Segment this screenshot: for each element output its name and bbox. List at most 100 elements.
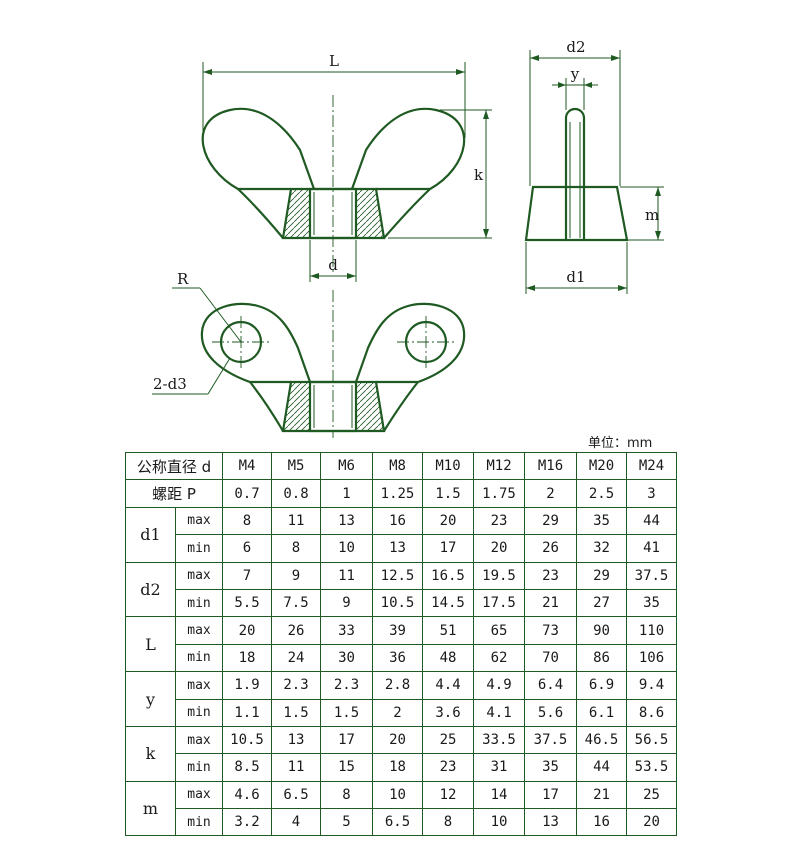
limit-label: min bbox=[175, 698, 223, 727]
value-cell: 20 bbox=[626, 808, 677, 837]
pitch-cell: 1.5 bbox=[422, 479, 474, 508]
value-cell: 23 bbox=[422, 753, 474, 782]
value-cell: 16 bbox=[576, 808, 627, 837]
size-header: M10 bbox=[422, 451, 474, 481]
value-cell: 17 bbox=[524, 780, 577, 810]
value-cell: 4.4 bbox=[422, 671, 474, 700]
value-cell: 29 bbox=[576, 561, 627, 590]
value-cell: 2.3 bbox=[271, 671, 321, 700]
value-cell: 56.5 bbox=[626, 725, 677, 755]
limit-label: max bbox=[175, 616, 223, 645]
pitch-cell: 0.8 bbox=[271, 479, 321, 508]
limit-label: min bbox=[175, 588, 223, 618]
param-name: y bbox=[125, 671, 176, 727]
value-cell: 23 bbox=[524, 561, 577, 590]
value-cell: 17 bbox=[320, 725, 373, 755]
value-cell: 53.5 bbox=[626, 753, 677, 782]
value-cell: 29 bbox=[524, 506, 577, 536]
value-cell: 11 bbox=[271, 506, 321, 536]
label-R: R bbox=[177, 270, 189, 288]
value-cell: 21 bbox=[576, 780, 627, 810]
value-cell: 25 bbox=[422, 725, 474, 755]
value-cell: 4 bbox=[271, 808, 321, 837]
value-cell: 6.5 bbox=[372, 808, 423, 837]
value-cell: 1.9 bbox=[222, 671, 272, 700]
pitch-cell: 2.5 bbox=[576, 479, 627, 508]
limit-label: max bbox=[175, 561, 223, 590]
value-cell: 17 bbox=[422, 534, 474, 563]
value-cell: 8 bbox=[320, 780, 373, 810]
value-cell: 8.5 bbox=[222, 753, 272, 782]
value-cell: 16.5 bbox=[422, 561, 474, 590]
value-cell: 10.5 bbox=[372, 588, 423, 618]
value-cell: 110 bbox=[626, 616, 677, 645]
value-cell: 15 bbox=[320, 753, 373, 782]
value-cell: 8 bbox=[422, 808, 474, 837]
value-cell: 46.5 bbox=[576, 725, 627, 755]
value-cell: 25 bbox=[626, 780, 677, 810]
value-cell: 35 bbox=[576, 506, 627, 536]
value-cell: 48 bbox=[422, 643, 474, 673]
limit-label: min bbox=[175, 643, 223, 673]
value-cell: 2.3 bbox=[320, 671, 373, 700]
value-cell: 4.6 bbox=[222, 780, 272, 810]
value-cell: 2 bbox=[372, 698, 423, 727]
value-cell: 10 bbox=[473, 808, 525, 837]
value-cell: 14.5 bbox=[422, 588, 474, 618]
unit-label: 单位：mm bbox=[588, 436, 653, 451]
value-cell: 32 bbox=[576, 534, 627, 563]
side-view bbox=[524, 107, 629, 242]
value-cell: 1.5 bbox=[320, 698, 373, 727]
value-cell: 7 bbox=[222, 561, 272, 590]
value-cell: 6.9 bbox=[576, 671, 627, 700]
value-cell: 27 bbox=[576, 588, 627, 618]
value-cell: 12.5 bbox=[372, 561, 423, 590]
value-cell: 23 bbox=[473, 506, 525, 536]
value-cell: 37.5 bbox=[626, 561, 677, 590]
label-d2: d2 bbox=[566, 38, 585, 56]
value-cell: 4.9 bbox=[473, 671, 525, 700]
size-header: M16 bbox=[524, 451, 577, 481]
limit-label: min bbox=[175, 753, 223, 782]
value-cell: 10.5 bbox=[222, 725, 272, 755]
value-cell: 1.1 bbox=[222, 698, 272, 727]
value-cell: 8.6 bbox=[626, 698, 677, 727]
dimension-m: m bbox=[620, 186, 664, 241]
size-header: M5 bbox=[271, 451, 321, 481]
limit-label: min bbox=[175, 808, 223, 837]
limit-label: max bbox=[175, 725, 223, 755]
value-cell: 8 bbox=[222, 506, 272, 536]
value-cell: 90 bbox=[576, 616, 627, 645]
size-header: M24 bbox=[626, 451, 677, 481]
limit-label: max bbox=[175, 506, 223, 536]
value-cell: 33.5 bbox=[473, 725, 525, 755]
param-name: m bbox=[125, 780, 176, 837]
label-m: m bbox=[645, 206, 659, 224]
value-cell: 11 bbox=[271, 753, 321, 782]
value-cell: 13 bbox=[372, 534, 423, 563]
value-cell: 9 bbox=[320, 588, 373, 618]
value-cell: 36 bbox=[372, 643, 423, 673]
label-d3: 2-d3 bbox=[153, 375, 187, 393]
value-cell: 18 bbox=[222, 643, 272, 673]
value-cell: 37.5 bbox=[524, 725, 577, 755]
param-name: k bbox=[125, 725, 176, 782]
value-cell: 10 bbox=[372, 780, 423, 810]
size-header: M4 bbox=[222, 451, 272, 481]
value-cell: 35 bbox=[524, 753, 577, 782]
value-cell: 8 bbox=[271, 534, 321, 563]
value-cell: 26 bbox=[524, 534, 577, 563]
value-cell: 20 bbox=[222, 616, 272, 645]
technical-drawing: L k d bbox=[152, 38, 664, 438]
label-k: k bbox=[474, 166, 484, 184]
value-cell: 20 bbox=[372, 725, 423, 755]
